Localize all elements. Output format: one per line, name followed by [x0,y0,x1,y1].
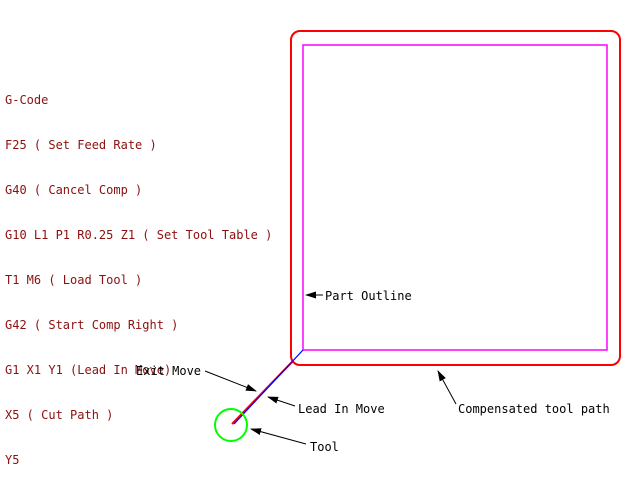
gcode-line: T1 M6 ( Load Tool ) [5,273,143,287]
gcode-line: G10 L1 P1 R0.25 Z1 ( Set Tool Table ) [5,228,273,242]
compensated-tool-path-arrow [437,370,457,405]
gcode-listing: G-Code F25 ( Set Feed Rate ) G40 ( Cance… [5,63,272,480]
exit-move-arrow [204,370,257,392]
tool-arrow [250,428,307,445]
lead-in-move-line [233,349,304,425]
gcode-line: G-Code [5,93,49,107]
gcode-line: G1 X1 Y1 (Lead In Move) [5,363,172,377]
tool-circle [214,408,248,442]
compensated-tool-path-label: Compensated tool path [458,402,610,416]
gcode-line: G40 ( Cancel Comp ) [5,183,143,197]
exit-move-label: Exit Move [136,364,202,378]
compensated-tool-path-rect [290,30,621,366]
part-outline-label: Part Outline [325,289,412,303]
gcode-line: X5 ( Cut Path ) [5,408,114,422]
part-outline-rect [302,44,608,351]
gcode-line: G42 ( Start Comp Right ) [5,318,179,332]
tool-label: Tool [310,440,339,454]
lead-in-move-label: Lead In Move [298,402,385,416]
lead-in-move-arrow [267,396,296,407]
gcode-line: F25 ( Set Feed Rate ) [5,138,157,152]
gcode-line: Y5 [5,453,20,467]
